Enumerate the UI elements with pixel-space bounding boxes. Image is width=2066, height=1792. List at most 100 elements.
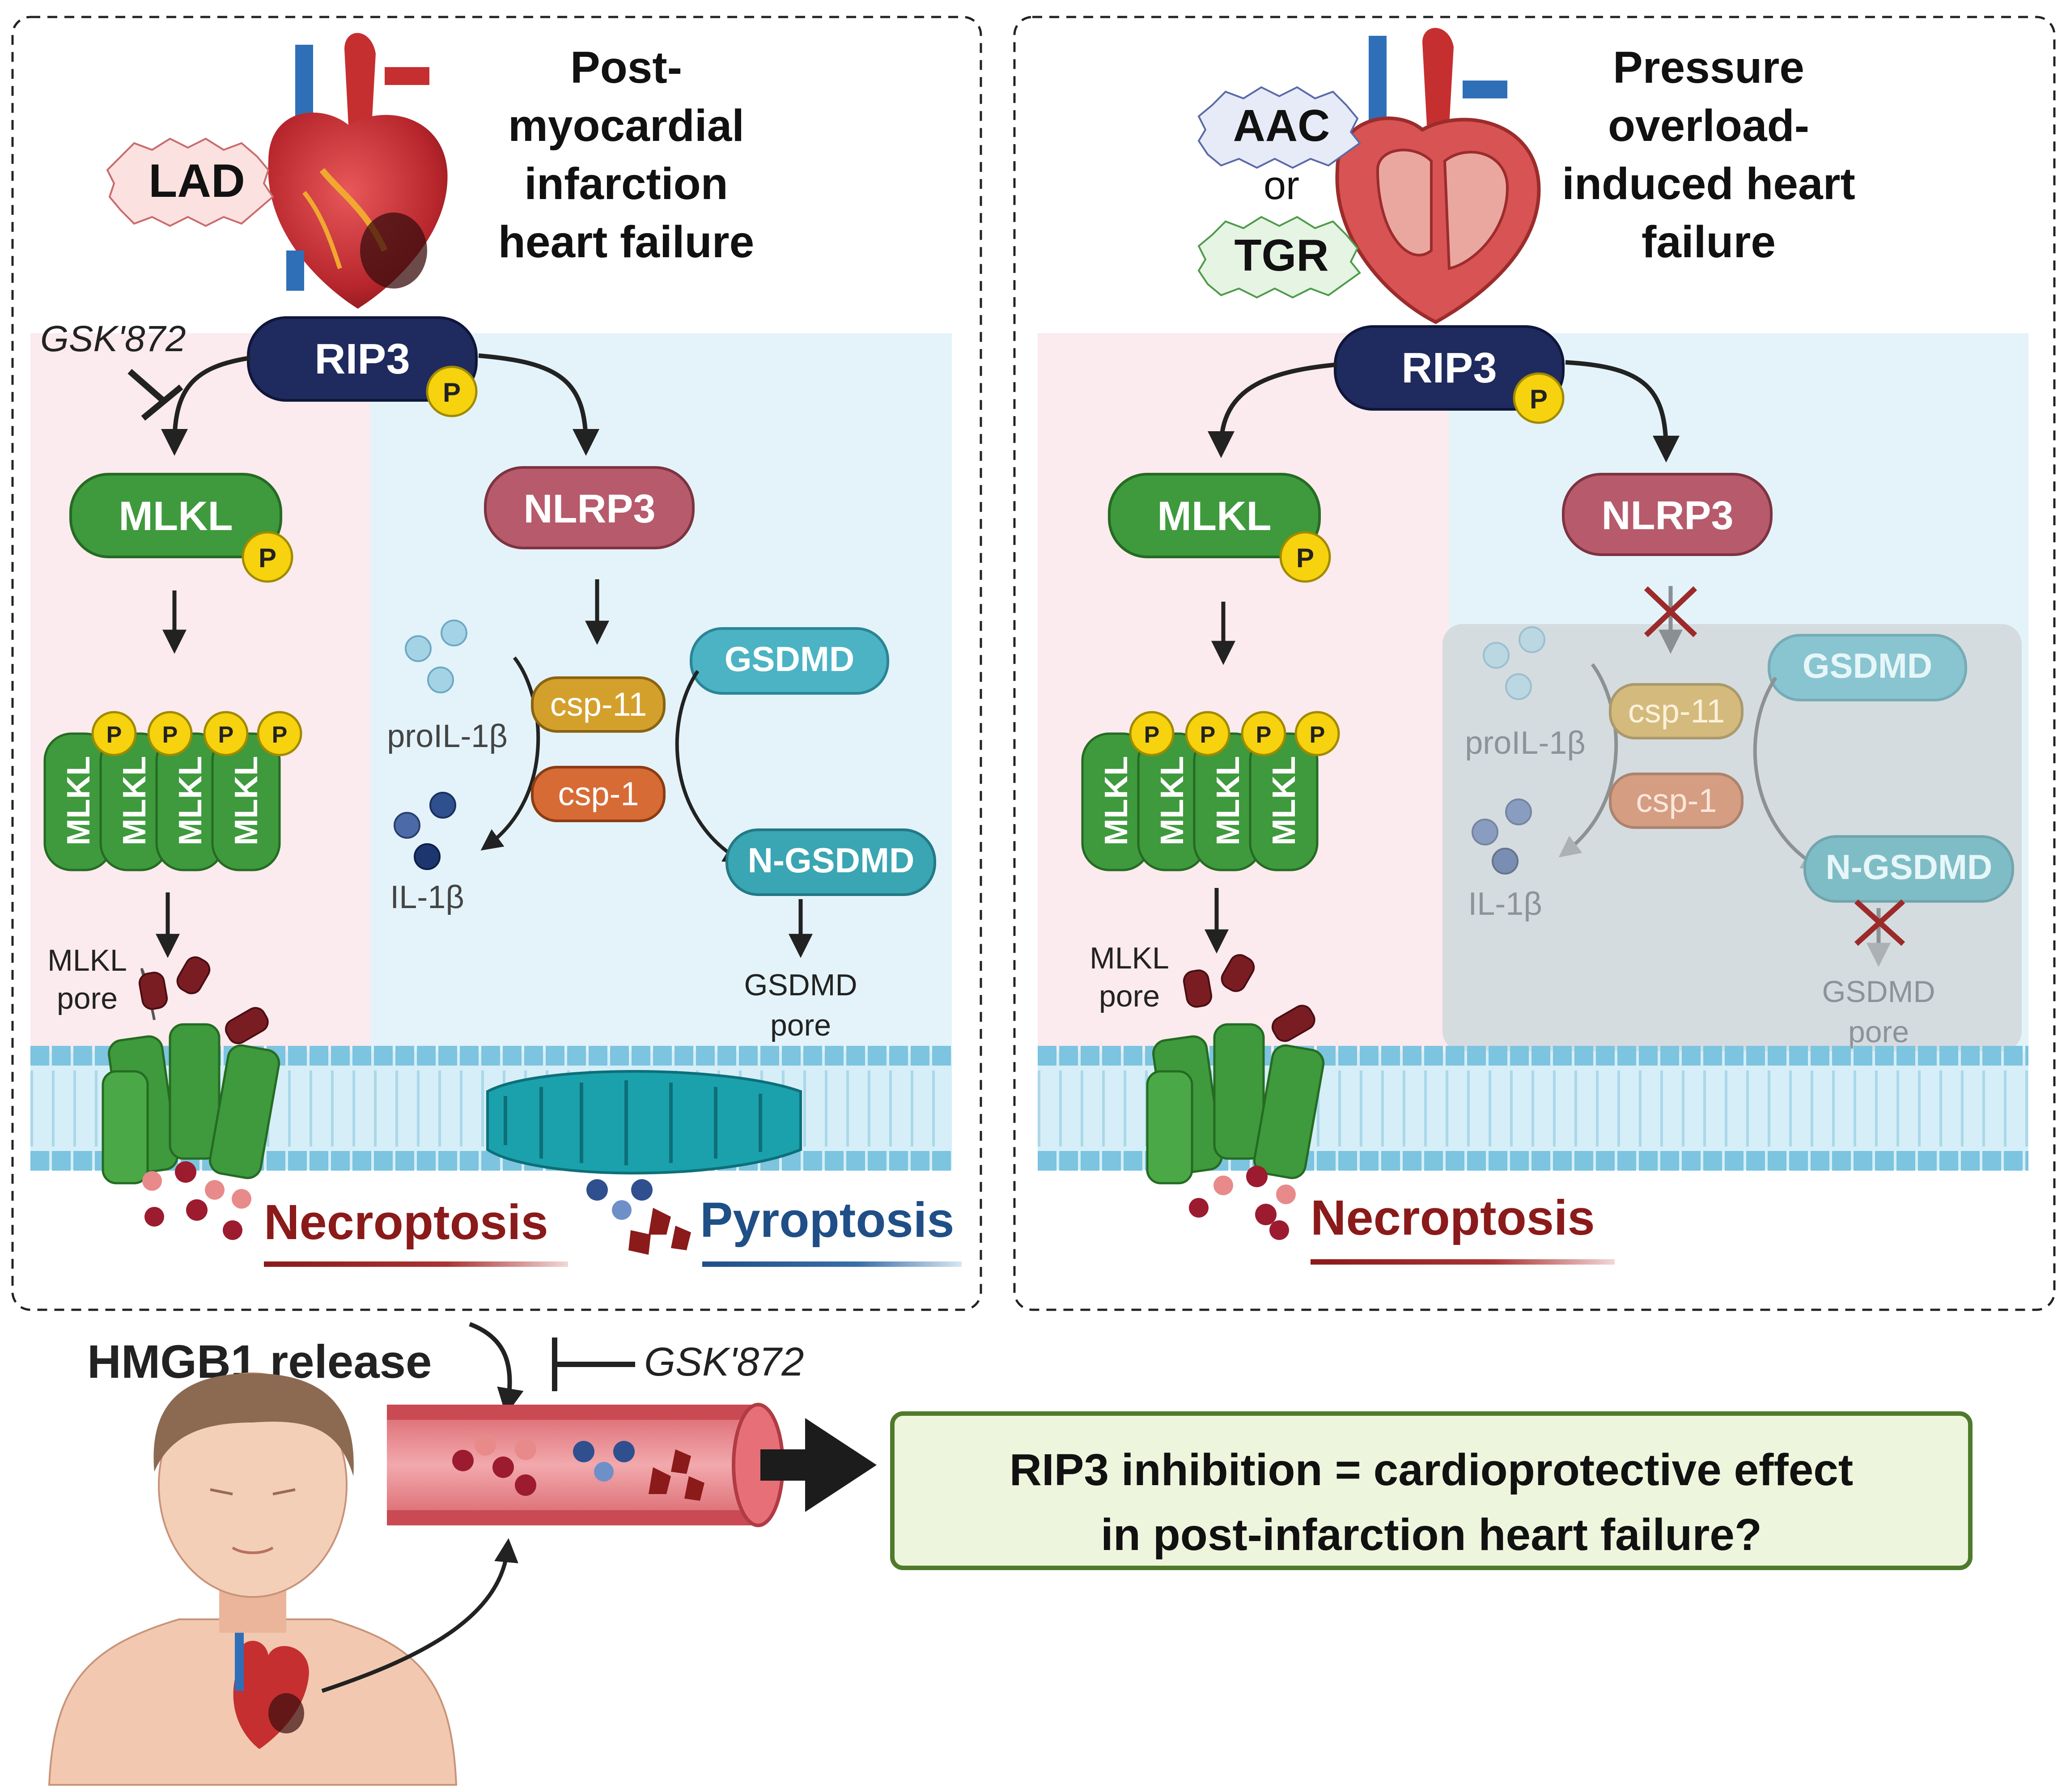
left-nlrp3-label: NLRP3 [523,487,655,531]
right-rip3-node [1334,325,1565,411]
left-csp11-label: csp-11 [550,686,647,723]
left-il-label: IL-1β [390,879,464,915]
right-mlkl-node [1108,473,1321,558]
right-gsdmd-pore-line-1: GSDMD [1822,975,1935,1009]
right-title-line-3: induced heart [1562,159,1855,209]
right-oligo-p-3: P [1256,722,1272,748]
blood-vessel [387,1403,785,1527]
right-rip3-phospho-label: P [1530,384,1548,414]
right-title-line-2: overload- [1608,101,1809,151]
right-mlkl-phospho-label: P [1296,543,1314,573]
tgr-burst [1197,216,1361,299]
left-panel: LAD Post- myocardial infarction heart fa… [30,33,962,1267]
right-csp11-label: csp-11 [1628,692,1725,730]
left-mlkl-phospho [242,531,293,583]
left-csp1-node [531,766,666,822]
left-title-line-2: myocardial [508,101,744,151]
right-faded-inflammasome [1472,626,2014,967]
left-nlrp3-node [484,466,695,549]
left-oligo-p-3: P [218,722,234,748]
left-pyroptosis-label: Pyroptosis [700,1193,954,1248]
right-mlkl-pore-line-2: pore [1099,979,1160,1013]
conclusion-line-2: in post-infarction heart failure? [1101,1510,1762,1560]
right-panel-frame [1013,16,2056,1311]
right-mlkl-pore-line-1: MLKL [1090,941,1169,975]
lad-burst [106,137,274,227]
right-mlkl-phospho [1279,531,1331,583]
left-oligo-mlkl-2: MLKL [117,756,153,845]
conclusion-box [890,1411,1973,1570]
left-oligo-p-2: P [162,722,178,748]
right-title-line-4: failure [1642,217,1776,267]
heart-icon [1335,28,1541,324]
left-rip3-phospho-label: P [443,378,461,408]
right-il-label: IL-1β [1468,886,1542,922]
right-gsdmd-pore-line-2: pore [1848,1015,1909,1049]
bottom-gsk-label: GSK'872 [644,1340,804,1384]
right-block-cross-1 [1644,586,1697,637]
left-gsdmd-label: GSDMD [725,639,854,679]
left-oligo-p-1: P [106,722,122,748]
right-title-line-1: Pressure [1613,42,1804,93]
left-gsdmd-pore-line-2: pore [770,1008,831,1042]
left-necro-particles [142,1161,251,1240]
outcome-arrow [760,1418,877,1512]
left-rip3-label: RIP3 [314,335,410,383]
right-gsdmd-label: GSDMD [1803,646,1932,685]
right-mlkl-label: MLKL [1157,493,1271,539]
bottom-section: HMGB1 release GSK'872 [48,1322,1973,1786]
left-title-line-1: Post- [570,42,682,93]
left-oligo-mlkl-3: MLKL [173,756,208,845]
left-mlkl-oligomer: MLKL MLKL MLKL MLKL P P P P [43,711,302,871]
right-necro-particles [1189,1166,1296,1240]
left-title-line-3: infarction [524,159,728,209]
left-gsk-inhibition [127,369,168,405]
aac-burst [1197,86,1361,169]
right-necroptosis-underline [1311,1259,1615,1265]
right-nlrp3-label: NLRP3 [1601,493,1733,538]
bottom-gsk-inhibition [552,1338,635,1391]
left-oligo-mlkl-1: MLKL [61,756,97,845]
left-pro-il-label: proIL-1β [387,718,508,754]
left-gsdmd-pore [486,1070,802,1175]
left-mlkl-pore [102,956,280,1185]
left-oligo-mlkl-4: MLKL [229,756,264,845]
left-csp1-label: csp-1 [558,775,639,812]
right-oligo-mlkl-1: MLKL [1099,756,1134,845]
left-mlkl-label: MLKL [119,493,233,539]
right-pro-il-label: proIL-1β [1465,725,1586,761]
left-gsk-label: GSK'872 [40,318,186,359]
right-ngsdmd-label: N-GSDMD [1826,847,1993,887]
left-ngsdmd-node [725,828,936,896]
left-mlkl-phospho-label: P [259,543,276,573]
right-panel: AAC or TGR Pressure overload- induced he… [1038,28,2028,1265]
left-gsdmd-pore-line-1: GSDMD [744,968,857,1002]
heart-icon [268,33,448,309]
right-oligo-p-4: P [1310,722,1325,748]
right-oligo-mlkl-4: MLKL [1266,756,1302,845]
right-oligo-mlkl-2: MLKL [1154,756,1190,845]
left-mlkl-pore-line-1: MLKL [47,943,127,977]
left-title-line-4: heart failure [498,217,754,267]
right-necroptosis-label: Necroptosis [1311,1190,1595,1245]
tgr-label: TGR [1234,230,1328,280]
left-necroptosis-underline [264,1261,568,1267]
right-mlkl-pore [1146,954,1325,1185]
right-oligo-mlkl-3: MLKL [1210,756,1246,845]
right-rip3-phospho [1513,372,1565,424]
right-nlrp3-node [1562,473,1773,556]
left-ngsdmd-label: N-GSDMD [748,841,915,880]
patient-icon [48,1372,458,1786]
left-csp11-node [531,676,666,733]
left-panel-frame [11,16,982,1311]
right-oligo-p-1: P [1144,722,1160,748]
lad-label: LAD [148,155,245,207]
conclusion-line-1: RIP3 inhibition = cardioprotective effec… [1010,1445,1853,1495]
left-mlkl-node [69,473,282,558]
right-oligo-p-2: P [1200,722,1216,748]
right-block-cross-2 [1854,899,1905,946]
right-rip3-label: RIP3 [1401,344,1497,392]
left-mlkl-pore-line-2: pore [57,981,118,1015]
left-pyroptosis-underline [702,1261,962,1267]
left-pyro-particles [586,1179,691,1255]
